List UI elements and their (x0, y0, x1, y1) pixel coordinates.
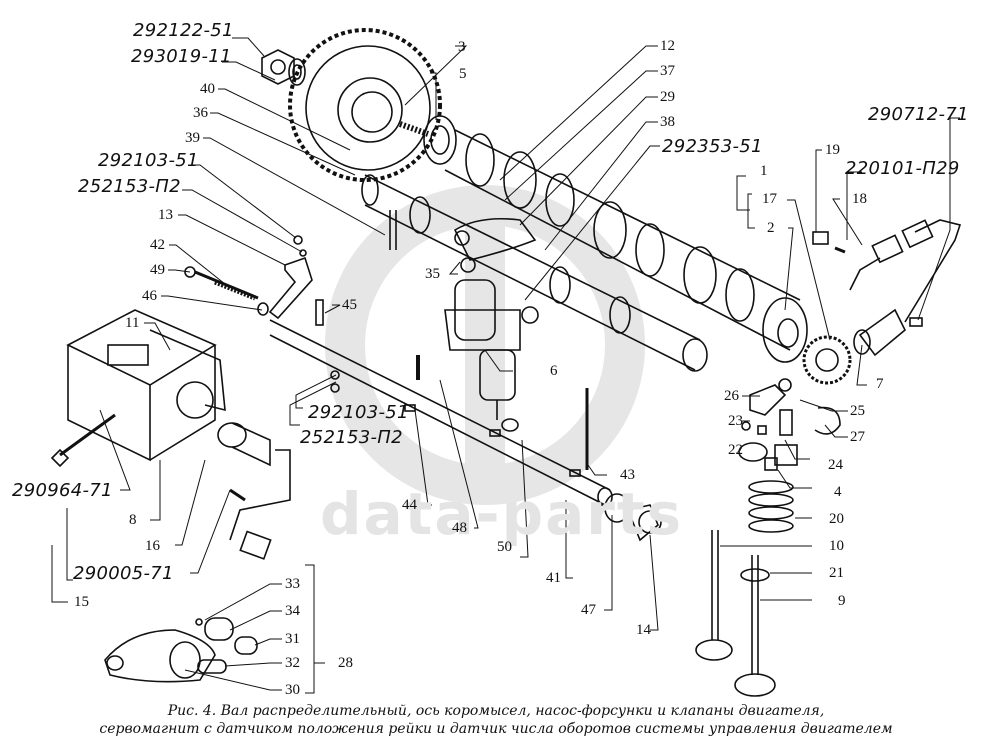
callout-18: 18 (852, 191, 867, 207)
rack-lever (268, 256, 313, 320)
bearing (398, 115, 457, 165)
callout-3: 3 (458, 39, 466, 55)
callout-12: 12 (660, 38, 675, 54)
camshaft (444, 129, 808, 363)
callout-33: 33 (285, 576, 300, 592)
callout-22: 22 (728, 442, 743, 458)
unit-injector (444, 279, 539, 432)
bolt-with-spring (184, 266, 269, 316)
callout-4: 4 (834, 484, 842, 500)
callout-7: 7 (876, 376, 884, 392)
callout-49: 49 (150, 262, 165, 278)
callout-50: 50 (497, 539, 512, 555)
label-252153-p2-top: 252153-П2 (78, 176, 181, 197)
watermark-text: data-parts (320, 480, 684, 548)
rpm-sensor (802, 219, 962, 385)
callout-41: 41 (546, 570, 561, 586)
callout-14: 14 (636, 622, 651, 638)
watermark-logo (325, 185, 645, 505)
label-290005-71: 290005-71 (73, 563, 174, 584)
callout-42: 42 (150, 237, 165, 253)
valve-train (695, 378, 841, 697)
figure-caption-line-2: сервомагнит с датчиком положения рейки и… (99, 721, 893, 737)
callout-2: 2 (767, 220, 775, 236)
servo-magnet (50, 309, 226, 468)
rocker-shaft (361, 174, 708, 372)
label-292122-51: 292122-51 (133, 20, 234, 41)
label-252153-p2-mid: 252153-П2 (300, 427, 403, 448)
label-220101-p29: 220101-П29 (845, 158, 960, 179)
label-292353-51: 292353-51 (662, 136, 763, 157)
callout-31: 31 (285, 631, 300, 647)
callout-21: 21 (829, 565, 844, 581)
callout-45: 45 (342, 297, 357, 313)
callout-40: 40 (200, 81, 215, 97)
callout-32: 32 (285, 655, 300, 671)
label-290964-71: 290964-71 (12, 480, 113, 501)
rack-position-sensor (217, 422, 291, 560)
callout-48: 48 (452, 520, 467, 536)
callout-23: 23 (728, 413, 743, 429)
callout-36: 36 (193, 105, 208, 121)
callout-17: 17 (762, 191, 777, 207)
callout-6: 6 (550, 363, 558, 379)
callout-29: 29 (660, 89, 675, 105)
leader-lines (51, 37, 960, 694)
label-290712-71: 290712-71 (868, 104, 969, 125)
callout-24: 24 (828, 457, 843, 473)
callout-25: 25 (850, 403, 865, 419)
callout-34: 34 (285, 603, 300, 619)
callout-15: 15 (74, 594, 89, 610)
callout-9: 9 (838, 593, 846, 609)
callout-27: 27 (850, 429, 865, 445)
rocker-arm (453, 217, 537, 273)
callout-47: 47 (581, 602, 596, 618)
figure-caption-line-1: Рис. 4. Вал распределительный, ось кором… (167, 703, 825, 719)
callout-8: 8 (129, 512, 137, 528)
callout-37: 37 (660, 63, 675, 79)
callout-16: 16 (145, 538, 160, 554)
callout-35: 35 (425, 266, 440, 282)
label-293019-11: 293019-11 (131, 46, 232, 67)
callout-28: 28 (338, 655, 353, 671)
label-292103-51-top: 292103-51 (98, 150, 199, 171)
callout-43: 43 (620, 467, 635, 483)
sensor-connector (812, 219, 934, 291)
callout-46: 46 (142, 288, 157, 304)
callout-10: 10 (829, 538, 844, 554)
callout-1: 1 (760, 163, 768, 179)
callout-13: 13 (158, 207, 173, 223)
callout-38: 38 (660, 114, 675, 130)
gear-nut (261, 49, 306, 86)
callout-20: 20 (829, 511, 844, 527)
callout-44: 44 (402, 497, 417, 513)
label-292103-51-mid: 292103-51 (308, 402, 409, 423)
callout-30: 30 (285, 682, 300, 698)
callout-11: 11 (125, 315, 140, 331)
callout-19: 19 (825, 142, 840, 158)
callout-5: 5 (459, 66, 467, 82)
callout-39: 39 (185, 130, 200, 146)
callout-26: 26 (724, 388, 739, 404)
camshaft-gear (288, 28, 442, 182)
